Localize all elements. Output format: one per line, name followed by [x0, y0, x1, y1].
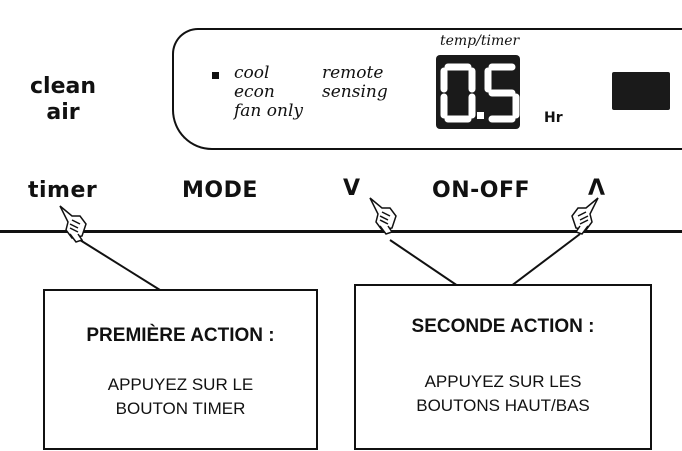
- temp-timer-label: temp/timer: [440, 33, 520, 49]
- second-action-title: SECONDE ACTION :: [411, 316, 595, 337]
- temp-timer-display: 0.5: [436, 55, 520, 129]
- mode-list: cool econ fan only: [234, 64, 303, 121]
- seven-segment-digits: [440, 63, 520, 123]
- second-action-text: APPUYEZ SUR LES BOUTONS HAUT/BAS: [356, 370, 650, 418]
- remote-sensing-label: remote sensing: [322, 64, 388, 102]
- second-action-line1: APPUYEZ SUR LES: [424, 372, 582, 391]
- brand-line2: air: [46, 100, 80, 125]
- mode-indicator-icon: [212, 72, 219, 79]
- pointing-hand-icon: [369, 197, 397, 235]
- mode-cool: cool: [234, 63, 270, 83]
- first-action-box: PREMIÈRE ACTION : APPUYEZ SUR LE BOUTON …: [43, 289, 318, 450]
- hr-label: Hr: [544, 110, 563, 126]
- display-bezel: [172, 28, 682, 150]
- first-action-line1: APPUYEZ SUR LE: [107, 375, 254, 394]
- first-action-text: APPUYEZ SUR LE BOUTON TIMER: [45, 373, 316, 421]
- brand-line1: clean: [29, 74, 96, 99]
- brand-label: clean air: [28, 74, 98, 126]
- timer-button[interactable]: timer: [28, 178, 98, 203]
- down-button[interactable]: V: [343, 176, 361, 201]
- control-panel: clean air cool econ fan only remote sens…: [28, 28, 682, 203]
- on-off-button[interactable]: ON-OFF: [432, 178, 531, 203]
- first-action-title: PREMIÈRE ACTION :: [86, 325, 275, 346]
- up-button[interactable]: Λ: [588, 176, 606, 201]
- remote-line2: sensing: [322, 82, 388, 102]
- connector-line-first: [79, 239, 161, 291]
- mode-button[interactable]: MODE: [182, 178, 258, 203]
- second-action-box: SECONDE ACTION : APPUYEZ SUR LES BOUTONS…: [354, 284, 652, 450]
- first-action-line2: BOUTON TIMER: [115, 399, 246, 418]
- second-action-line2: BOUTONS HAUT/BAS: [416, 396, 590, 415]
- mode-fan-only: fan only: [234, 101, 304, 121]
- remote-line1: remote: [322, 63, 384, 83]
- panel-edge: [0, 230, 682, 233]
- pointing-hand-icon: [59, 205, 87, 243]
- secondary-display: [612, 72, 670, 110]
- pointing-hand-icon: [571, 197, 599, 235]
- mode-econ: econ: [234, 82, 275, 102]
